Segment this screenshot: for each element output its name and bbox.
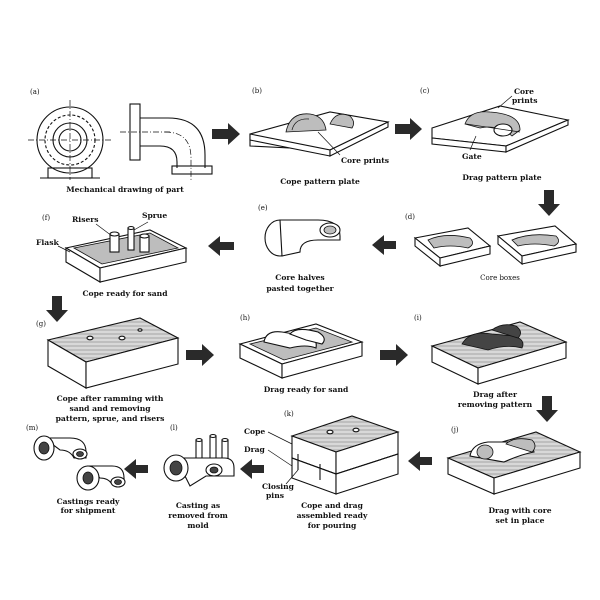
step-g-caption-3: pattern, sprue, and risers (56, 414, 165, 423)
arrow-h-to-i (380, 344, 408, 366)
step-h-tag: (h) (240, 314, 250, 322)
step-d-caption: Core boxes (480, 274, 520, 282)
step-g-tag: (g) (36, 320, 46, 328)
step-j-caption-2: set in place (496, 516, 545, 525)
core-assembled (264, 219, 341, 257)
step-k: (k) Cope Drag Closing pins Cope and drag… (244, 410, 400, 530)
step-f: (f) Risers Sprue Flask Cope ready for sa… (36, 211, 188, 298)
label-prints-c: prints (512, 96, 538, 105)
cope-rammed (46, 317, 180, 389)
step-m: (m) Castings ready for shipment (26, 424, 126, 515)
casting-with-gating (163, 433, 235, 487)
step-k-caption-3: for pouring (308, 521, 357, 530)
step-m-caption-1: Castings ready (57, 497, 120, 506)
drag-rammed (430, 321, 568, 385)
label-core-c: Core (514, 87, 534, 96)
step-l-tag: (l) (170, 424, 178, 432)
step-g-caption-2: sand and removing (69, 404, 151, 413)
core-box-left (413, 227, 492, 268)
step-g: (g) Cope after ramming with sand and rem… (36, 317, 180, 423)
step-e: (e) Core halves pasted together (258, 204, 341, 293)
step-h: (h) Drag ready for sand (238, 314, 364, 394)
step-i-tag: (i) (414, 314, 422, 322)
label-cope: Cope (244, 427, 265, 436)
step-j: (j) Drag with core set in place (446, 426, 582, 525)
step-i-caption-2: removing pattern (458, 400, 533, 409)
step-l-caption-2: removed from (168, 511, 228, 520)
step-h-caption: Drag ready for sand (264, 385, 349, 394)
arrow-l-to-m (124, 459, 148, 479)
step-i: (i) Drag after removing pattern (414, 314, 568, 409)
arrow-k-to-l (240, 459, 264, 479)
step-l-caption-1: Casting as (176, 501, 220, 510)
arrow-a-to-b (212, 123, 240, 145)
drag-with-core (446, 431, 582, 495)
step-l-caption-3: mold (187, 521, 209, 530)
label-risers: Risers (72, 215, 99, 224)
mechanical-drawing-front-view (28, 100, 112, 180)
flask-cope (64, 225, 188, 283)
step-c-caption: Drag pattern plate (462, 173, 541, 182)
cope-pattern-half (285, 113, 354, 133)
step-d-tag: (d) (405, 213, 415, 221)
label-drag: Drag (244, 445, 266, 454)
finished-casting-2 (76, 465, 126, 491)
step-f-caption: Cope ready for sand (82, 289, 168, 298)
step-b-tag: (b) (252, 87, 262, 95)
arrow-j-to-k (408, 451, 432, 471)
step-e-caption-1: Core halves (275, 273, 324, 282)
step-e-tag: (e) (258, 204, 268, 212)
arrow-b-to-c (395, 118, 422, 140)
label-pins: pins (266, 491, 284, 500)
step-g-caption-1: Cope after ramming with (57, 394, 164, 403)
step-a-tag: (a) (30, 88, 40, 96)
step-m-tag: (m) (26, 424, 38, 432)
arrow-g-to-h (186, 344, 214, 366)
step-c: (c) Core prints Gate Drag pattern plate (420, 87, 570, 182)
step-j-caption-1: Drag with core (488, 506, 551, 515)
mold-assembled (290, 415, 400, 495)
step-m-caption-2: for shipment (61, 506, 116, 515)
label-core-prints-b: Core prints (341, 156, 389, 165)
arrow-d-to-e (372, 235, 396, 255)
step-a: (a) Mechanical drawing of part (28, 88, 213, 194)
label-sprue: Sprue (142, 211, 167, 220)
step-j-tag: (j) (451, 426, 459, 434)
drag-pattern-half (464, 111, 521, 137)
arrow-e-to-f (208, 236, 234, 256)
label-gate: Gate (462, 152, 482, 161)
step-b-caption: Cope pattern plate (280, 177, 360, 186)
step-l: (l) Casting as removed from mold (163, 424, 235, 530)
step-i-caption-1: Drag after (473, 390, 518, 399)
step-f-tag: (f) (42, 214, 50, 222)
arrow-f-to-g (46, 296, 68, 322)
step-a-caption: Mechanical drawing of part (66, 185, 184, 194)
step-k-tag: (k) (284, 410, 294, 418)
arrow-c-to-d (538, 190, 560, 216)
step-d: (d) Core boxes (405, 213, 578, 282)
step-e-caption-2: pasted together (266, 284, 334, 293)
label-flask: Flask (36, 238, 59, 247)
flask-drag (238, 323, 364, 379)
step-c-tag: (c) (420, 87, 430, 95)
finished-casting-1 (33, 435, 88, 461)
core-box-right (496, 225, 578, 266)
step-k-caption-2: assembled ready (297, 511, 368, 520)
arrow-i-to-j (536, 396, 558, 422)
step-k-caption-1: Cope and drag (301, 501, 364, 510)
label-closing: Closing (262, 482, 295, 491)
mechanical-drawing-side-view (120, 103, 213, 180)
step-b: (b) Core prints Cope pattern plate (249, 87, 390, 186)
